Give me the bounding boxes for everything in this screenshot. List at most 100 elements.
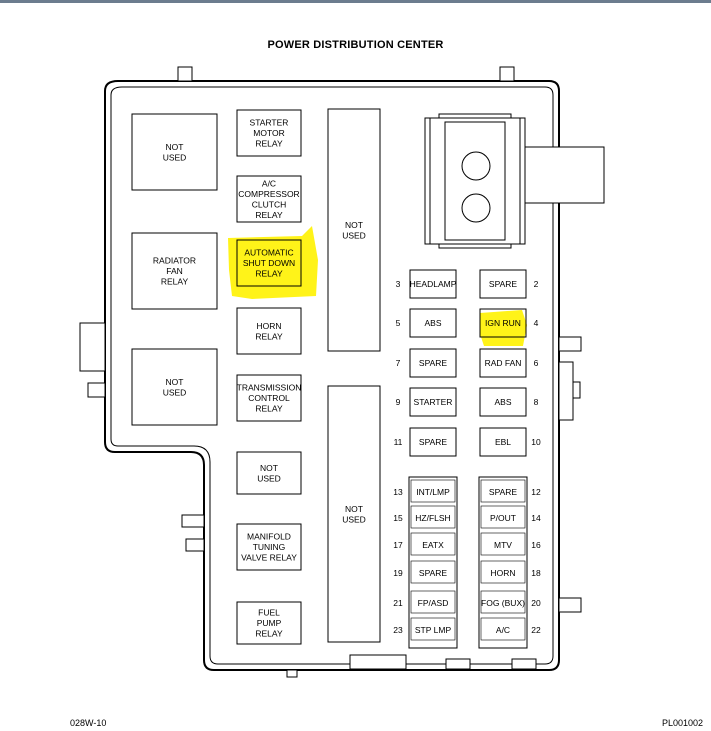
horn-relay-label: HORN (256, 321, 281, 331)
not-used-relay-top-label: USED (163, 152, 187, 162)
fuse-16-outline (480, 532, 526, 556)
fuse-4: IGN RUN 4 (479, 308, 539, 338)
fuel-pump-relay-label: FUEL (258, 608, 280, 618)
manifold-tuning-valve-relay-label: VALVE RELAY (241, 553, 297, 563)
not-used-relay-top-label: NOT (166, 142, 184, 152)
starter-motor-relay-label: RELAY (255, 139, 283, 149)
starter-motor-relay-label: STARTER (250, 118, 289, 128)
fuse-11-label: SPARE (419, 437, 448, 447)
fuse-7-number: 7 (396, 358, 401, 368)
starter-motor-relay-label: MOTOR (253, 128, 284, 138)
left-tab-upper (79, 322, 106, 372)
automatic-shutdown-relay-label: SHUT DOWN (243, 258, 295, 268)
fuel-pump-relay-label: RELAY (255, 629, 283, 639)
fuse-17: EATX 17 (393, 532, 456, 556)
fuse-23-number: 23 (393, 625, 403, 635)
left-fuse-block-outline (408, 476, 458, 649)
ign-run-highlight (480, 310, 527, 346)
fuse-14-outline (480, 505, 526, 529)
fuse-6-outline (479, 348, 527, 378)
manifold-tuning-valve-relay-label: TUNING (253, 542, 286, 552)
top-border (0, 0, 711, 3)
ac-compressor-clutch-relay-label: A/C (262, 178, 276, 188)
ac-compressor-clutch-relay-label: CLUTCH (252, 199, 286, 209)
bottom-tab-3 (445, 658, 471, 670)
fuse-16-label: MTV (494, 540, 512, 550)
radiator-fan-relay-label: RELAY (161, 277, 189, 287)
right-tab-1 (558, 336, 582, 352)
fuel-pump-relay-label: PUMP (257, 618, 282, 628)
fuse-9-outline (409, 387, 457, 417)
not-used-relay-mid-label: NOT (166, 377, 184, 387)
radiator-fan-relay-label: FAN (166, 266, 183, 276)
fuse-5-number: 5 (396, 318, 401, 328)
fuse-2-number: 2 (534, 279, 539, 289)
fuse-5-outline (409, 308, 457, 338)
fuse-22-number: 22 (531, 625, 541, 635)
fuse-15-outline (410, 505, 456, 529)
fuse-2-outline (479, 269, 527, 299)
transmission-control-relay-outline (236, 374, 302, 422)
connector-stud-lower (461, 193, 491, 223)
not-used-relay-low-label: USED (257, 473, 281, 483)
top-tab-right (499, 66, 515, 82)
manifold-tuning-valve-relay-label: MANIFOLD (247, 532, 291, 542)
fuse-7-outline (409, 348, 457, 378)
fuse-4-label: IGN RUN (485, 318, 521, 328)
fuse-12-label: SPARE (489, 487, 518, 497)
not-used-relay-mid-outline (131, 348, 218, 426)
right-tab-3 (572, 381, 581, 399)
ac-compressor-clutch-relay-label: COMPRESSOR (238, 189, 299, 199)
fuse-20-number: 20 (531, 598, 541, 608)
fuse-22: A/C 22 (480, 617, 541, 641)
fuse-12-number: 12 (531, 487, 541, 497)
fuse-4-outline (479, 308, 527, 338)
fuse-11-outline (409, 427, 457, 457)
fuse-15-label: HZ/FLSH (415, 513, 450, 523)
fuse-3-outline (409, 269, 457, 299)
fuse-22-label: A/C (496, 625, 510, 635)
horn-relay-label: RELAY (255, 331, 283, 341)
diagram-title: POWER DISTRIBUTION CENTER (267, 39, 444, 51)
fuse-17-number: 17 (393, 540, 403, 550)
fuse-4-number: 4 (534, 318, 539, 328)
upper-cavity-outline (327, 108, 381, 352)
fuse-23-outline (410, 617, 456, 641)
starter-motor-relay-outline (236, 109, 302, 157)
transmission-control-relay-label: TRANSMISSION (237, 383, 302, 393)
fuse-10-number: 10 (531, 437, 541, 447)
not-used-relay-low-outline (236, 451, 302, 495)
fuse-18-outline (480, 560, 526, 584)
fuse-8-label: ABS (494, 397, 511, 407)
upper-cavity-label: NOT (345, 220, 363, 230)
not-used-relay-mid-label: USED (163, 387, 187, 397)
fuse-17-label: EATX (422, 540, 444, 550)
fuse-18-number: 18 (531, 568, 541, 578)
fuse-19-number: 19 (393, 568, 403, 578)
main-connector (424, 113, 605, 249)
housing-outline-outer (104, 80, 560, 671)
fuse-9-number: 9 (396, 397, 401, 407)
